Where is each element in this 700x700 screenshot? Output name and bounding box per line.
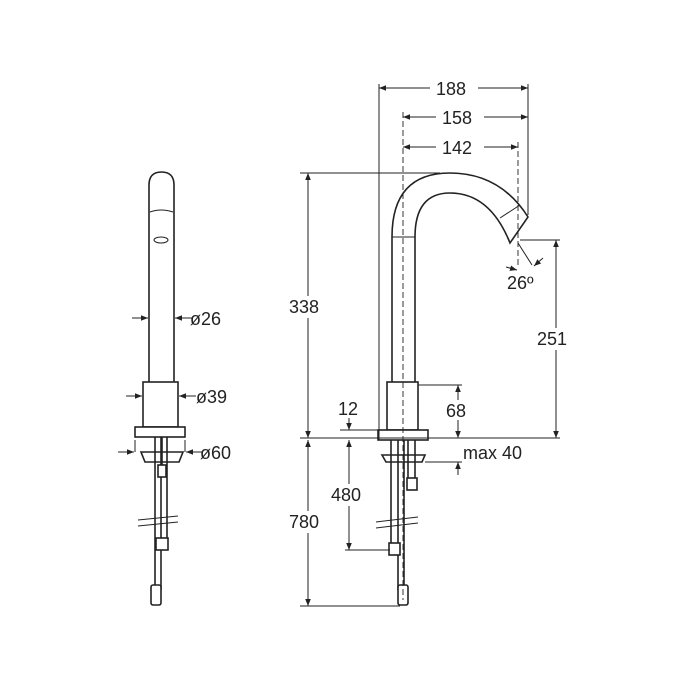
dim-body-height: 68 [446,401,466,421]
dim-spout-center: 142 [442,138,472,158]
side-tube [148,171,175,382]
front-view: 188 158 142 338 780 480 12 68 max 40 251… [286,78,576,607]
dim-tube-diameter: ø26 [190,309,221,329]
dim-body-diameter: ø39 [196,387,227,407]
side-view: ø26 ø39 ø60 [118,171,231,606]
side-flange [134,426,186,438]
dim-hose-length: 780 [289,512,319,532]
dim-rod-length: 480 [331,485,361,505]
dim-max-deck: max 40 [463,443,522,463]
dim-reach-center: 158 [442,108,472,128]
front-body [386,381,419,431]
dim-flange-diameter: ø60 [200,443,231,463]
side-body [142,381,179,428]
dim-overall-reach: 188 [436,79,466,99]
dim-outlet-height: 251 [537,329,567,349]
dim-spout-angle: 26º [507,273,534,293]
dim-height: 338 [289,297,319,317]
spout [391,172,529,382]
dim-flange-thickness: 12 [338,399,358,419]
